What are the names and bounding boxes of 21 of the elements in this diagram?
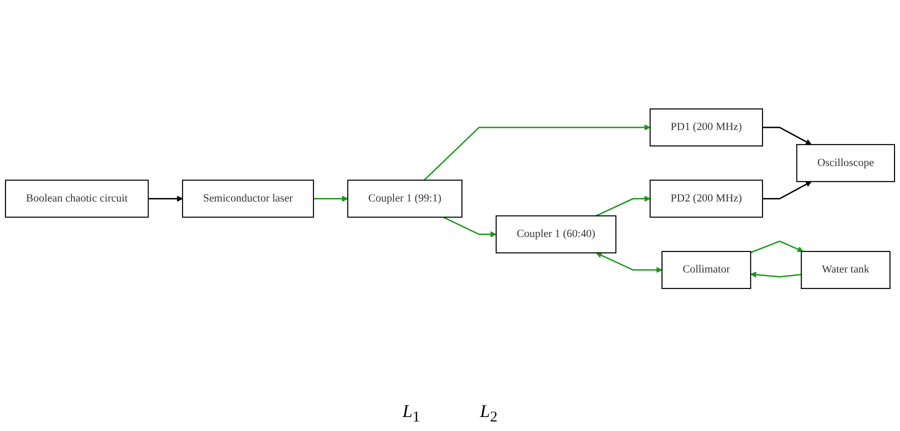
arrow xyxy=(443,216,496,238)
node-box: Coupler 1 (60:40) xyxy=(496,215,616,254)
arrow xyxy=(762,126,812,145)
arrow xyxy=(750,272,802,278)
node-box: PD1 (200 MHz) xyxy=(650,108,764,146)
arrow xyxy=(424,124,650,181)
arrow xyxy=(148,196,183,202)
arrow xyxy=(750,240,804,254)
arrow xyxy=(596,196,650,216)
dimension-label: L$_{2}$ xyxy=(480,401,498,427)
node-box: Oscilloscope xyxy=(796,144,896,182)
node-box: Semiconductor laser xyxy=(182,180,314,218)
arrow xyxy=(762,181,812,200)
arrow xyxy=(596,252,662,273)
node-box: Collimator xyxy=(662,250,752,289)
dimension-label: L$_{1}$ xyxy=(402,401,420,427)
node-box: Boolean chaotic circuit xyxy=(4,180,149,218)
node-box: Coupler 1 (99:1) xyxy=(347,180,462,218)
node-box: Water tank xyxy=(800,250,890,289)
arrow xyxy=(313,196,348,202)
node-box: PD2 (200 MHz) xyxy=(650,180,764,218)
